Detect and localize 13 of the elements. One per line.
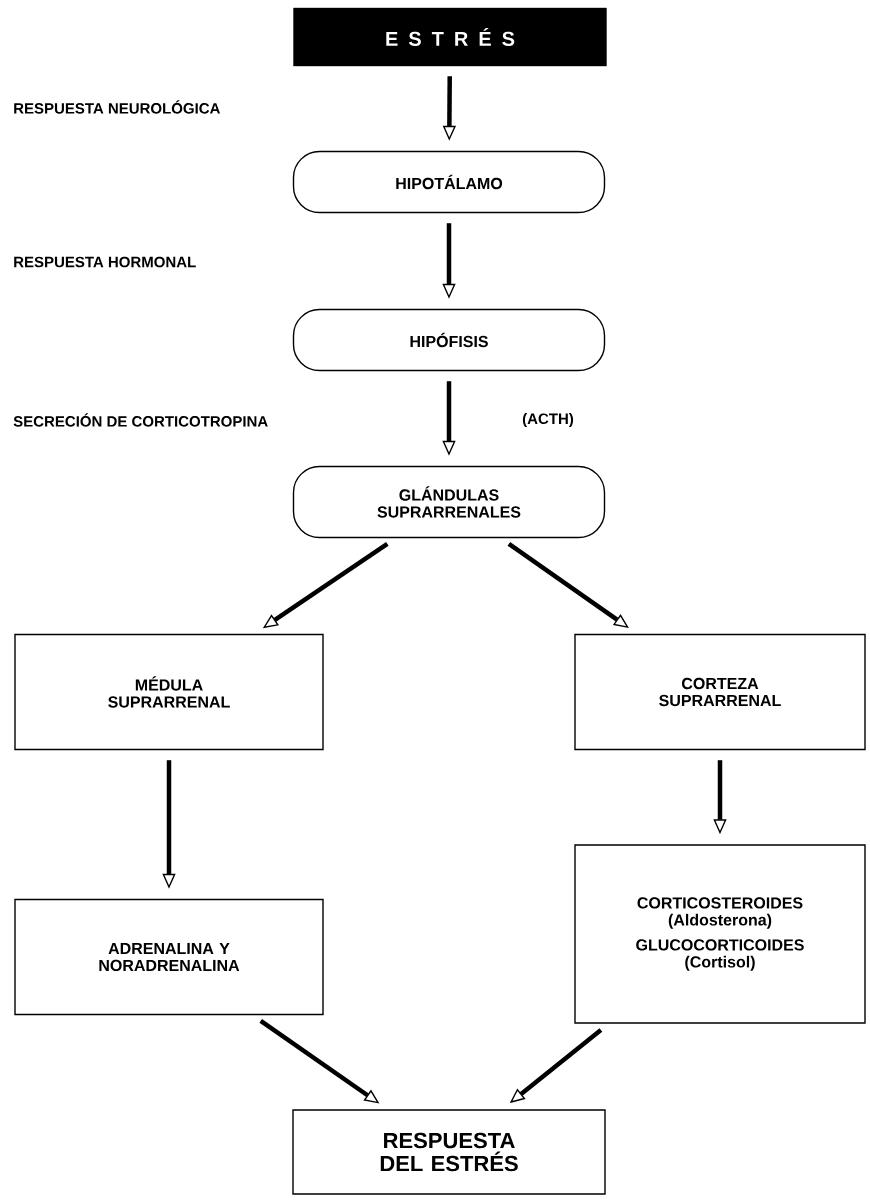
header-box: E S T R É S <box>293 7 607 67</box>
process-box: CORTEZA SUPRARRENAL <box>574 633 866 751</box>
process-box: MÉDULA SUPRARRENAL <box>14 633 324 751</box>
annotation-text: RESPUESTA NEUROLÓGICA <box>14 100 220 114</box>
annotation-text: (ACTH) <box>522 413 574 427</box>
annotation-text: RESPUESTA HORMONAL <box>14 256 196 268</box>
annotation-text: SECRECIÓN DE CORTICOTROPINA <box>13 413 268 427</box>
rounded-box: HIPÓFISIS <box>292 308 606 372</box>
process-box: RESPUESTA DEL ESTRÉS <box>292 1109 606 1195</box>
process-box: CORTICOSTEROIDES (Aldosterona) GLUCOCORTICOIDES (Cortisol) <box>574 844 866 1024</box>
rounded-box: GLÁNDULAS SUPRARRENALES <box>292 465 606 539</box>
rounded-box: HIPOTÁLAMO <box>292 150 606 214</box>
process-box: ADRENALINA Y NORADRENALINA <box>14 898 324 1016</box>
